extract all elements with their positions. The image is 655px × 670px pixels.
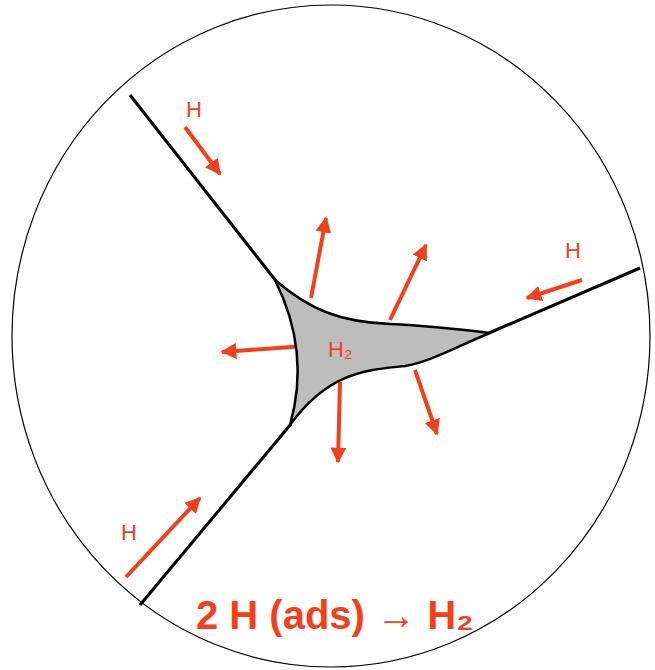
diffusion-arrow [126, 498, 200, 577]
pressure-arrow [222, 346, 305, 352]
hydrogen-label: H [186, 99, 202, 121]
hydrogen-label: H [565, 240, 581, 262]
grain-boundary [130, 95, 276, 281]
pressure-arrow [311, 218, 326, 298]
diffusion-arrow [527, 280, 582, 298]
grain-boundary [140, 424, 291, 605]
pressure-arrow [338, 382, 340, 462]
pore-shape [275, 280, 490, 425]
pore-outline [272, 277, 494, 429]
gas-pore: H₂ [272, 277, 494, 429]
diffusion-arrow [185, 127, 220, 174]
pressure-arrow [415, 370, 437, 434]
grain-boundary [489, 268, 640, 333]
gas-label: H₂ [328, 339, 352, 361]
zoom-circle [12, 5, 650, 667]
reaction-equation: 2 H (ads) → H₂ [196, 595, 474, 635]
hydrogen-label: H [121, 522, 137, 544]
pressure-arrow [390, 245, 426, 320]
